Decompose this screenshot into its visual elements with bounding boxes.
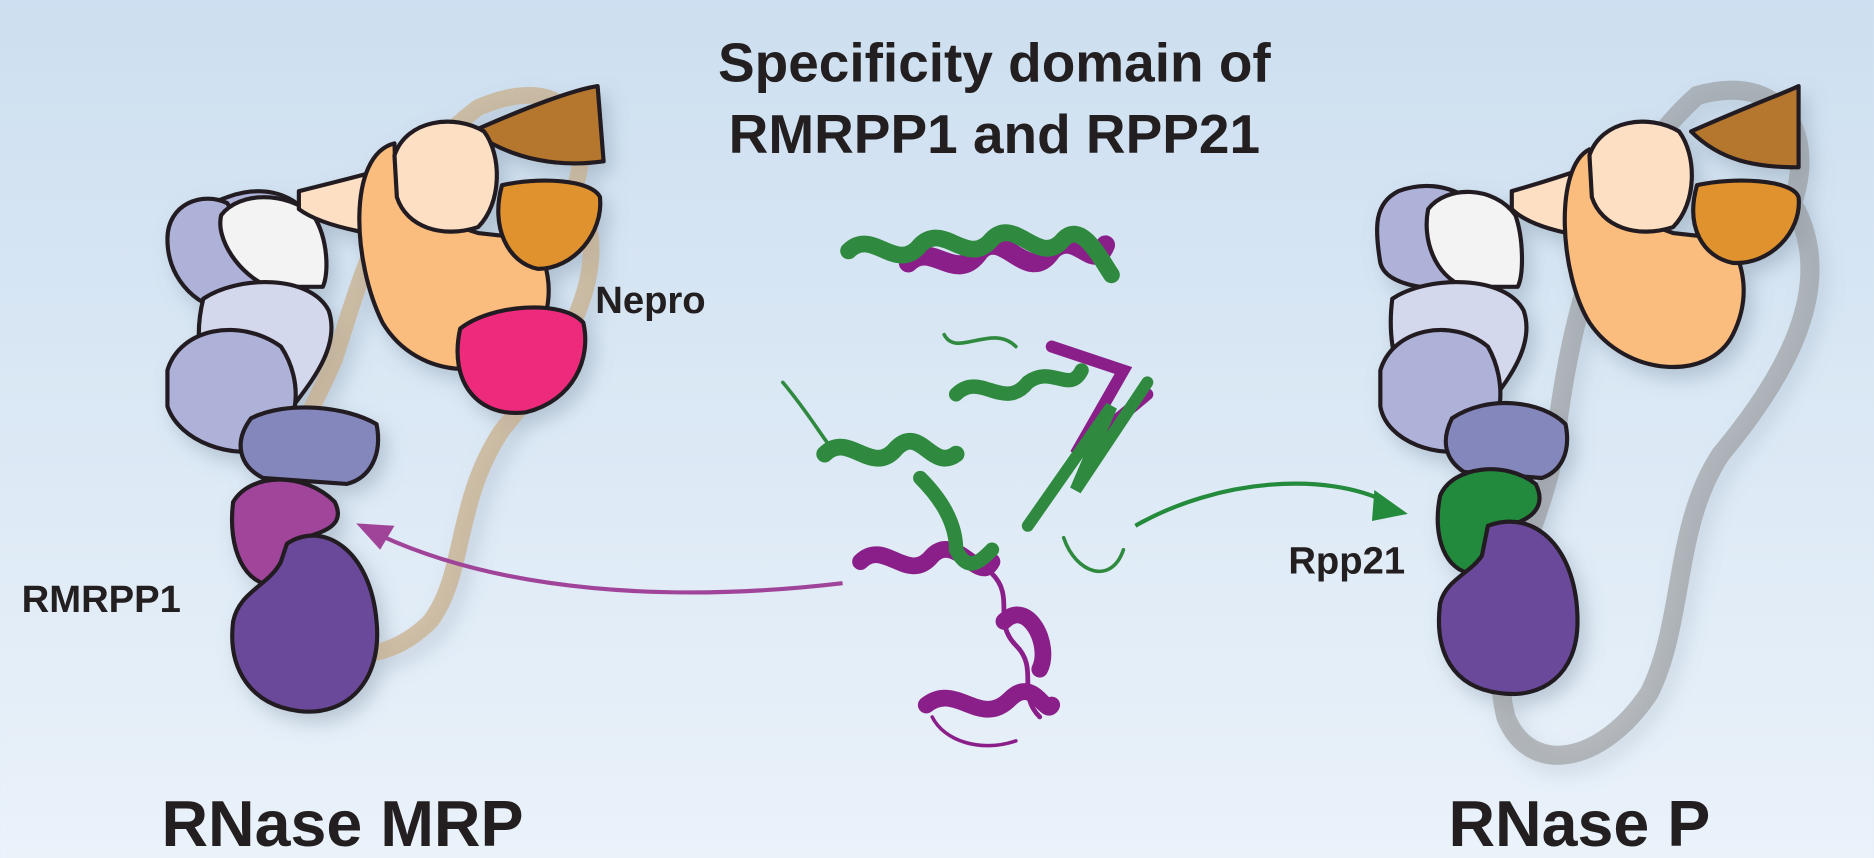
subunit-amber — [496, 178, 603, 271]
subunit-peach — [392, 119, 499, 234]
arrowhead-icon — [1371, 489, 1408, 522]
subunit-purple — [230, 533, 380, 714]
subunit-amber-right — [1691, 178, 1801, 265]
subunit-white-right — [1424, 189, 1525, 289]
title-line-1: Specificity domain of — [718, 31, 1271, 93]
arrowhead-icon — [356, 523, 395, 550]
subunit-slate-right — [1443, 400, 1570, 481]
subunit-white — [218, 195, 329, 289]
rnase-p-complex — [1374, 80, 1820, 765]
arrow-to-rpp21 — [1134, 481, 1408, 528]
subunit-slate — [238, 405, 381, 487]
rnase-mrp-label: RNase MRP — [161, 788, 523, 858]
subunit-brown — [470, 83, 606, 166]
protein-structure-overlay — [781, 224, 1154, 748]
rnase-mrp-complex — [165, 83, 606, 714]
subunit-peach-right — [1587, 119, 1694, 234]
rpp21-label: Rpp21 — [1288, 540, 1405, 583]
arrow-to-rmrpp1 — [356, 523, 843, 595]
rnase-p-label: RNase P — [1448, 788, 1710, 858]
rpp21-structure — [781, 224, 1154, 573]
subunit-purple-right — [1437, 519, 1580, 697]
subunit-brown-right — [1688, 83, 1801, 170]
rmrpp1-label: RMRPP1 — [22, 578, 181, 621]
nepro-subunit — [455, 305, 588, 416]
title-line-2: RMRPP1 and RPP21 — [729, 103, 1260, 165]
nepro-label: Nepro — [595, 279, 705, 322]
